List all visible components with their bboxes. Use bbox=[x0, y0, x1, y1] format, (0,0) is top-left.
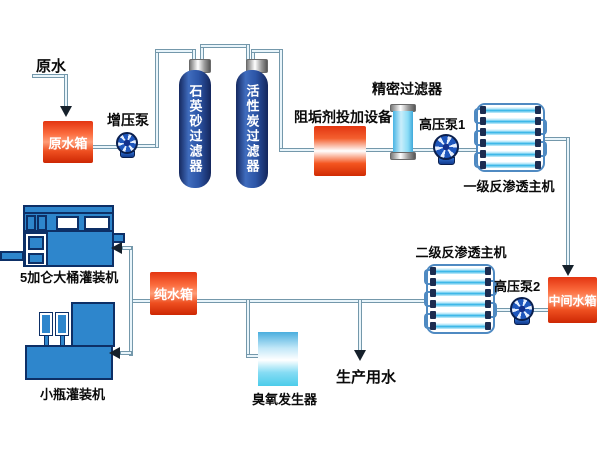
label-bottle-machine: 小瓶灌装机 bbox=[40, 387, 106, 402]
bottle-neck-icon bbox=[44, 335, 49, 346]
ro2-membrane-tube bbox=[430, 278, 491, 286]
ro2-manifold bbox=[424, 291, 430, 307]
quartz-filter-label: 石英砂过滤器 bbox=[187, 84, 203, 174]
bottle-machine-lower bbox=[25, 345, 113, 380]
ro1-membrane-tube bbox=[480, 139, 541, 147]
ro2-membrane-tube bbox=[430, 300, 491, 308]
label-ro-stage2: 二级反渗透主机 bbox=[415, 245, 507, 260]
ro2-frame bbox=[426, 264, 495, 334]
pipe-top-1 bbox=[155, 49, 196, 53]
activated-carbon-filter: 活性炭过滤器 bbox=[236, 70, 268, 188]
pure-water-tank: 纯水箱 bbox=[150, 272, 197, 315]
booster-pump-icon bbox=[116, 132, 138, 154]
pipe-filler-dist-v bbox=[129, 246, 133, 356]
barrel-machine-window bbox=[56, 216, 79, 230]
label-precision-filter: 精密过滤器 bbox=[372, 81, 442, 97]
hp-pump1-icon bbox=[433, 134, 459, 160]
raw-water-tank: 原水箱 bbox=[43, 121, 93, 163]
label-ozone-generator: 臭氧发生器 bbox=[252, 392, 318, 407]
label-hp-pump-1: 高压泵1 bbox=[419, 117, 466, 132]
ro2-membrane-tube bbox=[430, 267, 491, 275]
antiscalant-dosing-unit bbox=[314, 126, 366, 176]
label-raw-water: 原水 bbox=[36, 58, 67, 75]
bottle-machine-upper bbox=[71, 302, 115, 347]
ro2-manifold bbox=[424, 269, 430, 285]
bottle-neck-icon bbox=[60, 335, 65, 346]
barrel-machine-window bbox=[84, 216, 110, 230]
barrel-machine-conveyor bbox=[0, 251, 24, 261]
ro1-manifold bbox=[474, 152, 480, 168]
bottle-icon bbox=[55, 312, 69, 336]
barrel-machine-door-cell bbox=[28, 253, 44, 264]
arrow-production-water bbox=[354, 350, 366, 361]
ro1-manifold bbox=[474, 130, 480, 146]
label-antiscalant-dosing: 阻垢剂投加设备 bbox=[294, 109, 392, 125]
barrel-machine-door-cell bbox=[28, 236, 44, 250]
ro1-manifold bbox=[541, 141, 547, 157]
pipe-riser-1 bbox=[155, 49, 159, 148]
pipe-raw-water-v bbox=[64, 74, 68, 110]
barrel-machine-panel bbox=[26, 215, 36, 231]
ro1-membrane-tube bbox=[480, 106, 541, 114]
ro1-membrane-tube bbox=[480, 128, 541, 136]
ro1-membrane-tube bbox=[480, 150, 541, 158]
precision-filter-body bbox=[393, 111, 413, 154]
hp-pump2-icon bbox=[510, 297, 534, 321]
ro2-manifold bbox=[491, 302, 497, 318]
quartz-sand-filter: 石英砂过滤器 bbox=[179, 70, 211, 188]
label-booster-pump: 增压泵 bbox=[107, 112, 149, 128]
carbon-filter-label: 活性炭过滤器 bbox=[244, 84, 260, 174]
pipe-top-2 bbox=[200, 44, 250, 48]
arrow-into-intermediate-tank bbox=[562, 265, 574, 276]
pipe-ro1-out-v bbox=[566, 137, 570, 267]
pipe-ozone-v bbox=[246, 299, 250, 357]
ro2-manifold bbox=[424, 313, 430, 329]
pipe-to-barrel bbox=[122, 246, 132, 250]
pipe-puretank-out bbox=[132, 299, 152, 303]
precision-filter-cap-bottom bbox=[390, 152, 416, 160]
ro1-membrane-tube bbox=[480, 161, 541, 169]
ro1-frame bbox=[476, 103, 545, 172]
pipe-to-bottle bbox=[120, 351, 132, 355]
pipe-tank-to-booster bbox=[92, 145, 119, 149]
ro1-manifold bbox=[541, 119, 547, 135]
pipe-bottom-main bbox=[195, 299, 428, 303]
ro-stage1-unit bbox=[474, 103, 547, 172]
ro-stage2-unit bbox=[424, 264, 497, 334]
ro2-manifold bbox=[491, 280, 497, 296]
arrow-into-raw-tank bbox=[60, 106, 72, 117]
ro2-membrane-tube bbox=[430, 311, 491, 319]
label-hp-pump-2: 高压泵2 bbox=[494, 279, 541, 294]
label-ro-stage1: 一级反渗透主机 bbox=[463, 179, 555, 194]
label-barrel-machine: 5加仑大桶灌装机 bbox=[20, 270, 119, 285]
ro1-manifold bbox=[474, 108, 480, 124]
ozone-generator bbox=[258, 332, 298, 386]
arrow-into-barrel-machine bbox=[111, 242, 122, 254]
label-production-water: 生产用水 bbox=[336, 369, 397, 386]
arrow-into-bottle-machine bbox=[109, 347, 120, 359]
ro2-membrane-tube bbox=[430, 289, 491, 297]
ro2-membrane-tube bbox=[430, 322, 491, 330]
pipe-downcomer bbox=[279, 49, 283, 152]
pipe-production-v bbox=[358, 299, 362, 352]
bottle-icon bbox=[39, 312, 53, 336]
intermediate-tank: 中间水箱 bbox=[548, 277, 597, 323]
ro1-membrane-tube bbox=[480, 117, 541, 125]
barrel-machine-divider bbox=[24, 230, 113, 232]
barrel-machine-panel bbox=[37, 215, 47, 231]
